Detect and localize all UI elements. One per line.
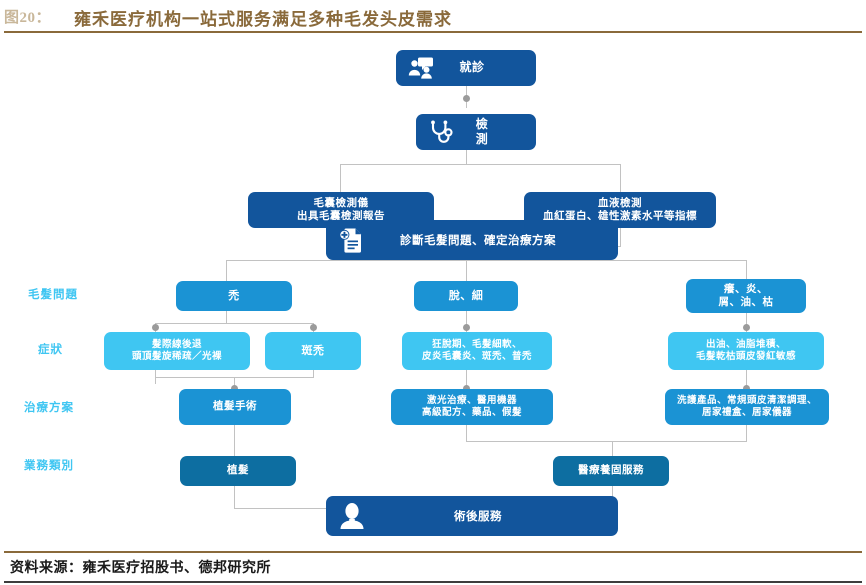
- connector-laser-down: [466, 425, 467, 441]
- connector-biztransplant-down: [234, 486, 235, 508]
- connector-problem-bus: [226, 260, 746, 261]
- node-problem-bald[interactable]: 禿: [176, 281, 292, 311]
- node-symptom-oily[interactable]: 出油、油脂堆積、 毛髮乾枯頭皮發紅敏感: [668, 332, 824, 370]
- node-biz-transplant-label: 植髮: [227, 464, 249, 477]
- connector-dot: [463, 385, 470, 392]
- connector-dot: [463, 95, 470, 102]
- node-problem-scalp-label: 癢、炎、 屑、油、枯: [718, 282, 774, 308]
- connector-bald-split: [155, 323, 313, 324]
- connector-dot: [463, 324, 470, 331]
- node-problem-loss-label: 脫、細: [448, 288, 484, 302]
- node-symptom-shedding[interactable]: 狂脫期、毛髮細軟、 皮炎毛囊炎、斑禿、普禿: [402, 332, 552, 370]
- connector-blood-down: [620, 228, 621, 246]
- node-biz-medical[interactable]: 醫療養固服務: [553, 456, 669, 486]
- node-visit[interactable]: 就診: [396, 50, 536, 86]
- source-note: 资料来源：雍禾医疗招股书、德邦研究所: [10, 561, 271, 576]
- node-treat-laser[interactable]: 激光治療、醫用機器 高級配方、藥品、假髮: [391, 389, 553, 425]
- node-diagnosis-label: 診斷毛髮問題、確定治療方案: [400, 232, 556, 247]
- node-diagnosis[interactable]: 診斷毛髮問題、確定治療方案: [326, 220, 618, 260]
- node-exam[interactable]: 檢測: [416, 114, 536, 150]
- connector-care-down: [746, 425, 747, 441]
- node-symptom-shedding-label: 狂脫期、毛髮細軟、 皮炎毛囊炎、斑禿、普禿: [421, 338, 532, 362]
- node-problem-scalp[interactable]: 癢、炎、 屑、油、枯: [686, 279, 806, 313]
- connector-dot: [310, 324, 317, 331]
- connector-laser-bus: [466, 441, 612, 442]
- connector-to-blood: [620, 164, 621, 192]
- node-treat-transplant[interactable]: 植髮手術: [179, 389, 291, 425]
- connector-exam-bus: [340, 164, 620, 165]
- node-symptom-alopecia[interactable]: 斑禿: [265, 332, 361, 370]
- node-visit-label: 就診: [459, 60, 485, 75]
- header-divider: [4, 31, 862, 33]
- node-exam-label: 檢測: [475, 116, 489, 146]
- node-problem-bald-label: 禿: [228, 288, 240, 302]
- node-biz-transplant[interactable]: 植髮: [180, 456, 296, 486]
- connector-dot: [743, 324, 750, 331]
- connector-laser-to-biz: [612, 441, 613, 456]
- figure-number: 图20：: [4, 10, 52, 26]
- connector-diagnosis-down: [466, 254, 467, 294]
- consultation-icon: [396, 56, 448, 80]
- connector-loss-down: [466, 311, 467, 332]
- node-blood-test-label: 血液檢測 血紅蛋白、雄性激素水平等指標: [543, 196, 697, 222]
- page-title: 雍禾医疗机构一站式服务满足多种毛发头皮需求: [74, 10, 452, 29]
- connector-care-bus: [612, 441, 747, 442]
- connector-oily-down: [746, 370, 747, 389]
- patient-avatar-icon: [326, 502, 378, 530]
- node-problem-loss[interactable]: 脫、細: [414, 281, 518, 311]
- connector-bald-down: [226, 311, 227, 323]
- row-label-symptom: 症狀: [38, 342, 63, 356]
- node-treat-care[interactable]: 洗護產品、常規頭皮清潔調理、 居家禮盒、居家儀器: [665, 389, 829, 425]
- connector-to-follicle: [340, 164, 341, 192]
- node-post-service[interactable]: 術後服務: [326, 496, 618, 536]
- node-symptom-receding[interactable]: 髮際線後退 頭頂髮旋稀疏／光裸: [104, 332, 250, 370]
- row-label-hair-problem: 毛髮問題: [28, 287, 78, 301]
- node-biz-medical-label: 醫療養固服務: [578, 464, 644, 477]
- connector-dot: [152, 324, 159, 331]
- connector-to-transplant-surgery: [234, 377, 235, 389]
- node-symptom-oily-label: 出油、油脂堆積、 毛髮乾枯頭皮發紅敏感: [695, 338, 796, 362]
- connector-alopecia-down: [313, 370, 314, 377]
- footer-divider: [4, 551, 862, 553]
- node-follicle-test-label: 毛囊檢測儀 出具毛囊檢測報告: [297, 196, 385, 222]
- node-post-service-label: 術後服務: [454, 508, 502, 523]
- connector-scalp-down: [746, 311, 747, 332]
- stethoscope-icon: [416, 120, 468, 144]
- node-symptom-alopecia-label: 斑禿: [301, 343, 325, 357]
- flowchart-canvas: 毛髮問題 症狀 治療方案 業務類別 就診: [0, 36, 866, 548]
- figure-header: 图20： 雍禾医疗机构一站式服务满足多种毛发头皮需求: [0, 0, 866, 36]
- node-treat-laser-label: 激光治療、醫用機器 高級配方、藥品、假髮: [421, 394, 522, 418]
- page-bottom-divider: [4, 581, 862, 583]
- connector-to-scalp: [746, 260, 747, 281]
- connector-dot: [231, 385, 238, 392]
- row-label-business: 業務類別: [24, 458, 74, 472]
- node-treat-transplant-label: 植髮手術: [213, 400, 257, 413]
- connector-transplant-down: [234, 425, 235, 456]
- row-label-treatment: 治療方案: [24, 400, 74, 414]
- connector-dot: [743, 385, 750, 392]
- connector-shedding-down: [466, 370, 467, 389]
- connector-to-bald: [226, 260, 227, 281]
- node-treat-care-label: 洗護產品、常規頭皮清潔調理、 居家禮盒、居家儀器: [676, 394, 817, 418]
- connector-exam-down: [466, 150, 467, 164]
- medical-document-icon: [326, 226, 378, 254]
- node-symptom-receding-label: 髮際線後退 頭頂髮旋稀疏／光裸: [131, 338, 222, 362]
